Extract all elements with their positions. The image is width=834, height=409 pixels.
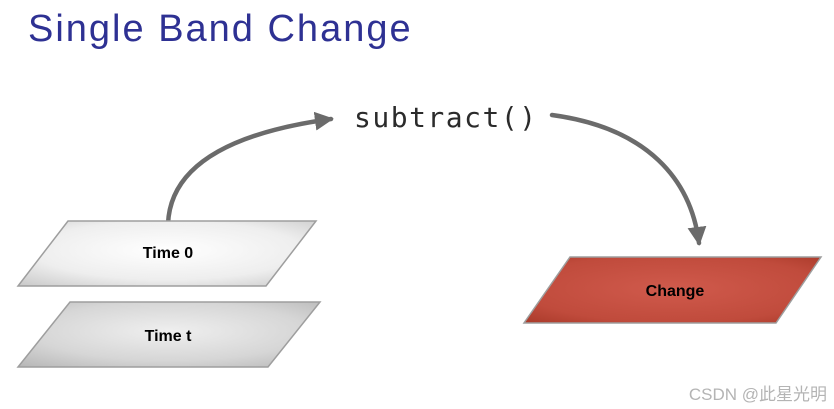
change-layer-shape <box>522 256 823 324</box>
time0-layer-shape <box>16 220 318 287</box>
csdn-watermark: CSDN @此星光明 <box>688 385 827 404</box>
subtract-function-label: subtract() <box>354 101 538 134</box>
arrow-time0-to-subtract <box>165 111 334 227</box>
time-t-layer-label: Time t <box>144 328 192 345</box>
time-t-layer-shape <box>16 301 322 368</box>
arrow-subtract-to-change <box>549 112 707 246</box>
page-title: Single Band Change <box>28 8 413 50</box>
change-layer-label: Change <box>645 283 705 300</box>
time0-layer-label: Time 0 <box>142 245 194 262</box>
